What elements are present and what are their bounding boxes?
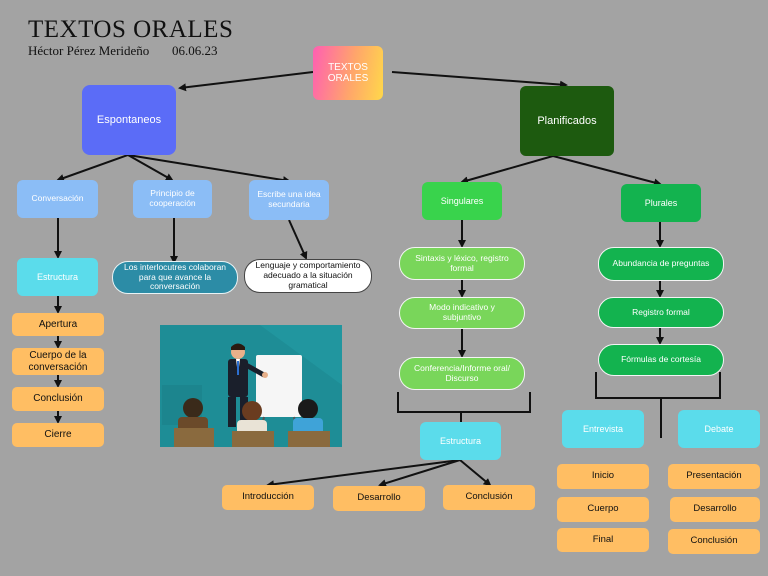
formulas-pill: Fórmulas de cortesía — [598, 344, 724, 376]
presenter-illustration — [160, 325, 342, 447]
presentacion-box: Presentación — [668, 464, 760, 489]
cierre-box: Cierre — [12, 423, 104, 447]
author-name: Héctor Pérez Merideño — [28, 43, 150, 58]
debate-node: Debate — [678, 410, 760, 448]
conferencia-pill: Conferencia/Informe oral/ Discurso — [399, 357, 525, 390]
planificados-node: Planificados — [520, 86, 614, 156]
conclusion-debate-box: Conclusión — [668, 529, 760, 554]
apertura-box: Apertura — [12, 313, 104, 336]
cuerpo-box: Cuerpo de la conversación — [12, 348, 104, 375]
abundancia-pill: Abundancia de preguntas — [598, 247, 724, 281]
introduccion-box: Introducción — [222, 485, 314, 510]
estructura-conversacion-node: Estructura — [17, 258, 98, 296]
espontaneos-node: Espontaneos — [82, 85, 176, 155]
cuerpo-entrevista-box: Cuerpo — [557, 497, 649, 522]
inicio-box: Inicio — [557, 464, 649, 489]
idea-secundaria-node: Escribe una idea secundaria — [249, 180, 329, 220]
final-box: Final — [557, 528, 649, 552]
modo-pill: Modo indicativo y subjuntivo — [399, 297, 525, 329]
entrevista-node: Entrevista — [562, 410, 644, 448]
desarrollo-debate-box: Desarrollo — [670, 497, 760, 522]
conversacion-node: Conversación — [17, 180, 98, 218]
registro-formal-pill: Registro formal — [598, 297, 724, 328]
desarrollo-box: Desarrollo — [333, 486, 425, 511]
cooperacion-detail-pill: Los interlocutres colaboran para que ava… — [112, 261, 238, 294]
cooperacion-node: Principio de cooperación — [133, 180, 212, 218]
sintaxis-pill: Sintaxis y léxico, registro formal — [399, 247, 525, 280]
estructura-singulares-node: Estructura — [420, 422, 501, 460]
plurales-node: Plurales — [621, 184, 701, 222]
conclusion-box: Conclusión — [12, 387, 104, 411]
idea-secundaria-detail-pill: Lenguaje y comportamiento adecuado a la … — [244, 259, 372, 293]
date-label: 06.06.23 — [172, 43, 218, 58]
page-title: TEXTOS ORALES — [28, 16, 234, 43]
singulares-node: Singulares — [422, 182, 502, 220]
conclusion-singulares-box: Conclusión — [443, 485, 535, 510]
root-node: TEXTOS ORALES — [313, 46, 383, 100]
